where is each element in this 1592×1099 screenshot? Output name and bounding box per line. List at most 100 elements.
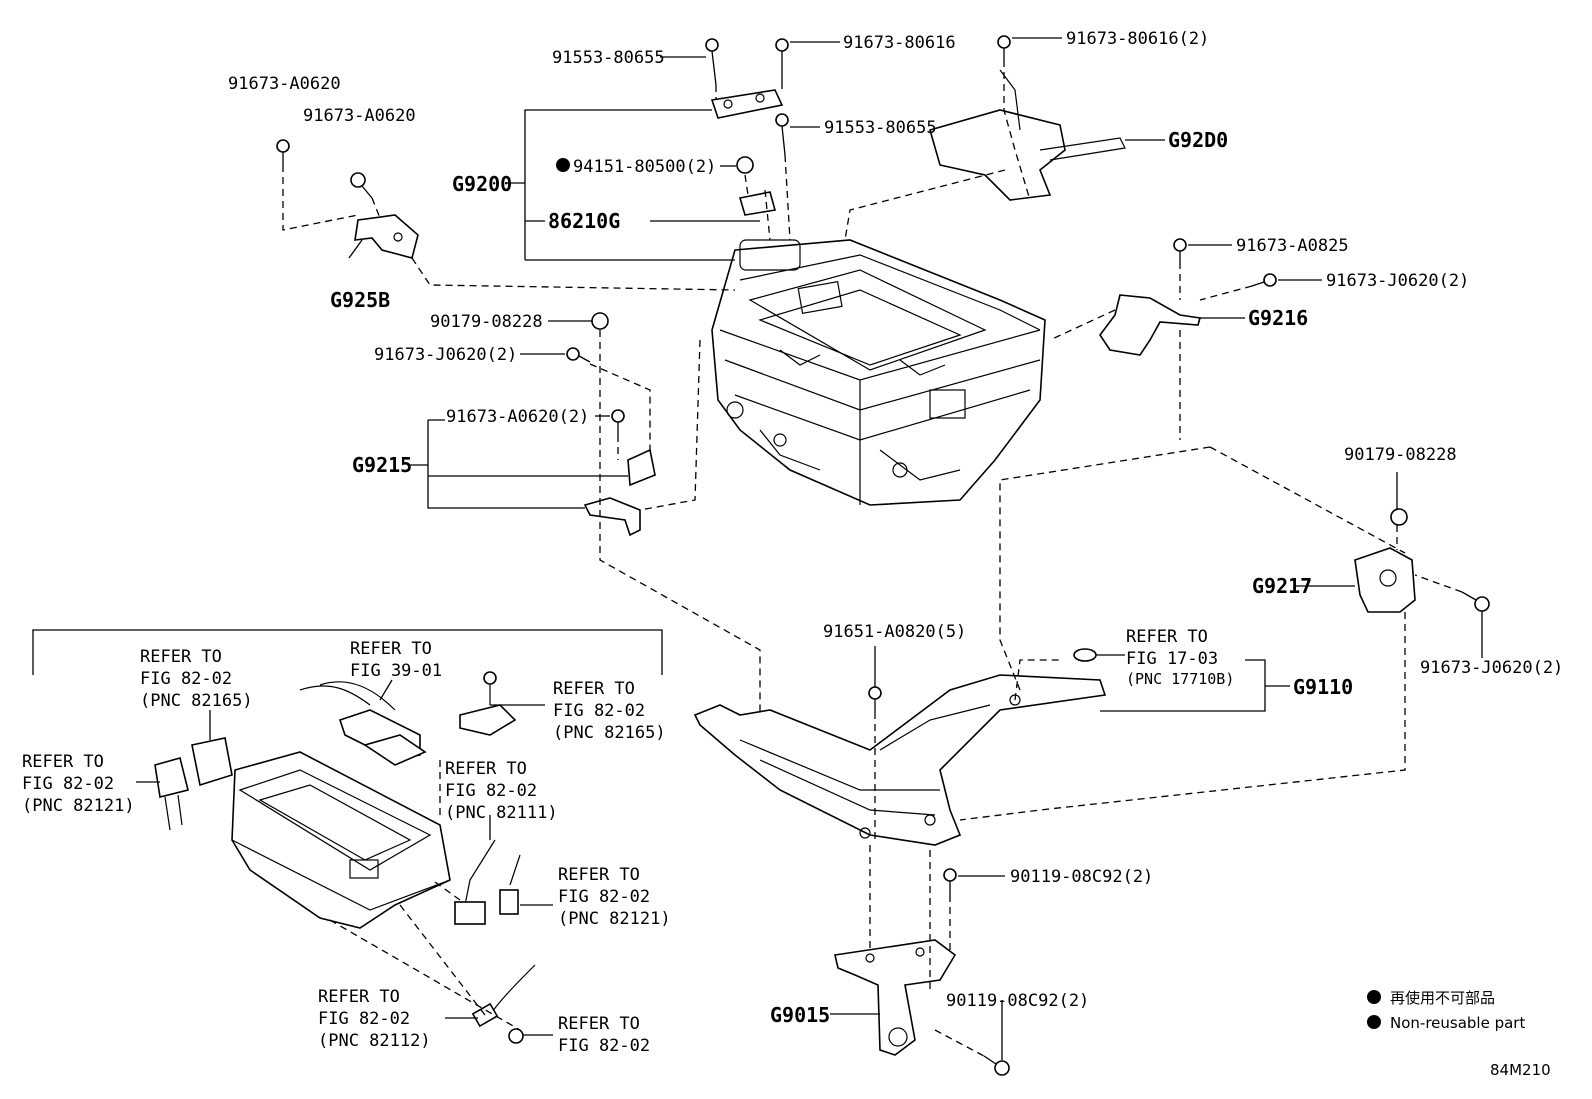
svg-text:FIG 17-03: FIG 17-03 <box>1126 649 1218 669</box>
inverter-assembly <box>711 239 1046 506</box>
svg-text:FIG 82-02: FIG 82-02 <box>558 887 650 907</box>
bolt-icon <box>943 868 957 895</box>
bolt-icon <box>1251 273 1277 287</box>
label-G9217: G9217 <box>1252 574 1312 598</box>
label-G925B: G925B <box>330 288 390 312</box>
svg-text:FIG 39-01: FIG 39-01 <box>350 661 442 681</box>
leader-lines <box>282 37 1483 1060</box>
G9015-mount <box>834 939 957 1056</box>
svg-text:FIG 82-02: FIG 82-02 <box>318 1009 410 1029</box>
G9216-bracket <box>1099 294 1202 356</box>
G9110-crossmember <box>693 674 1107 846</box>
bolt-icon <box>997 35 1011 60</box>
bolt-icon <box>1173 238 1187 262</box>
svg-text:(PNC 82111): (PNC 82111) <box>445 803 558 823</box>
callout-91673-A0620-2: 91673-A0620(2) <box>446 407 589 427</box>
clip-icon <box>1073 648 1097 662</box>
non-reusable-mark-icon <box>1367 1015 1381 1029</box>
bolt-icon <box>1461 591 1490 612</box>
svg-text:REFER TO: REFER TO <box>553 679 635 699</box>
svg-text:FIG 82-02: FIG 82-02 <box>140 669 232 689</box>
figure-code: 84M210 <box>1490 1061 1551 1079</box>
callout-90179-08228-left: 90179-08228 <box>430 312 543 332</box>
svg-text:REFER TO: REFER TO <box>1126 627 1208 647</box>
label-G9216: G9216 <box>1248 306 1308 330</box>
callout-91673-A0620-a: 91673-A0620 <box>228 74 341 94</box>
svg-text:(PNC 82121): (PNC 82121) <box>558 909 671 929</box>
bolts <box>276 35 1490 1076</box>
refer-82121-right: REFER TO FIG 82-02 (PNC 82121) <box>558 865 671 929</box>
bolt-icon <box>775 38 789 82</box>
callout-86210G: 86210G <box>548 209 620 233</box>
refer-82165-right: REFER TO FIG 82-02 (PNC 82165) <box>553 679 666 743</box>
svg-text:FIG 82-02: FIG 82-02 <box>553 701 645 721</box>
callout-91553-80655-mid: 91553-80655 <box>824 118 937 138</box>
refer-leaders <box>136 679 553 1036</box>
G92D0-bracket <box>929 69 1126 201</box>
bolt-icon <box>868 686 882 712</box>
callout-91673-A0825: 91673-A0825 <box>1236 236 1349 256</box>
label-G9110: G9110 <box>1293 675 1353 699</box>
G9215-bracket <box>583 448 656 537</box>
svg-text:FIG 82-02: FIG 82-02 <box>22 774 114 794</box>
refer-82112: REFER TO FIG 82-02 (PNC 82112) <box>318 987 431 1051</box>
legend-en: Non-reusable part <box>1390 1014 1525 1032</box>
callout-91651-A0820: 91651-A0820(5) <box>823 622 966 642</box>
callout-91673-80616: 91673-80616 <box>843 33 956 53</box>
callout-94151-80500: 94151-80500(2) <box>573 157 716 177</box>
svg-text:REFER TO: REFER TO <box>318 987 400 1007</box>
callout-91673-J0620-left: 91673-J0620(2) <box>374 345 517 365</box>
label-G92D0: G92D0 <box>1168 128 1228 152</box>
label-G9200: G9200 <box>452 172 512 196</box>
bolt-icon <box>705 38 719 86</box>
svg-text:REFER TO: REFER TO <box>350 639 432 659</box>
svg-text:REFER TO: REFER TO <box>22 752 104 772</box>
legend: 再使用不可部品 Non-reusable part <box>1367 989 1525 1032</box>
svg-text:(PNC 82121): (PNC 82121) <box>22 796 135 816</box>
callout-90119-08C92-b: 90119-08C92(2) <box>946 991 1089 1011</box>
legend-jp: 再使用不可部品 <box>1390 989 1495 1007</box>
nut-icon <box>736 156 754 174</box>
refer-82165-left: REFER TO FIG 82-02 (PNC 82165) <box>140 647 253 711</box>
bolt-icon <box>350 172 373 199</box>
svg-text:(PNC 82165): (PNC 82165) <box>553 723 666 743</box>
svg-text:(PNC 82112): (PNC 82112) <box>318 1031 431 1051</box>
bolt-icon <box>566 347 591 363</box>
G925B-bracket <box>354 214 419 259</box>
callout-91553-80655-top: 91553-80655 <box>552 48 665 68</box>
label-G9015: G9015 <box>770 1003 830 1027</box>
refer-82-02: REFER TO FIG 82-02 <box>558 1014 650 1056</box>
callout-91673-J0620-right: 91673-J0620(2) <box>1326 271 1469 291</box>
bolt-icon <box>611 409 625 435</box>
G9200-bracket <box>710 89 784 216</box>
svg-text:REFER TO: REFER TO <box>558 1014 640 1034</box>
callout-91673-A0620-b: 91673-A0620 <box>303 106 416 126</box>
svg-text:REFER TO: REFER TO <box>445 759 527 779</box>
svg-text:REFER TO: REFER TO <box>558 865 640 885</box>
svg-text:REFER TO: REFER TO <box>140 647 222 667</box>
callout-91673-J0620-far: 91673-J0620(2) <box>1420 658 1563 678</box>
non-reusable-mark-icon <box>1367 990 1381 1004</box>
callout-90119-08C92-a: 90119-08C92(2) <box>1010 867 1153 887</box>
G9217-bracket <box>1354 547 1416 613</box>
refer-82121-left: REFER TO FIG 82-02 (PNC 82121) <box>22 752 135 816</box>
svg-text:(PNC 17710B): (PNC 17710B) <box>1126 670 1234 688</box>
svg-text:FIG 82-02: FIG 82-02 <box>445 781 537 801</box>
refer-82111: REFER TO FIG 82-02 (PNC 82111) <box>445 759 558 823</box>
svg-text:(PNC 82165): (PNC 82165) <box>140 691 253 711</box>
non-reusable-mark-icon <box>556 158 570 172</box>
bolt-icon <box>276 139 290 165</box>
bolt-icon <box>983 1055 1010 1076</box>
inverter-wiring-subassembly <box>154 671 536 1044</box>
label-G9215: G9215 <box>352 453 412 477</box>
bolt-icon <box>775 113 789 156</box>
refer-fig-17-03: REFER TO FIG 17-03 (PNC 17710B) <box>1126 627 1234 688</box>
nut-icon <box>1390 508 1408 526</box>
callout-91673-80616-2: 91673-80616(2) <box>1066 29 1209 49</box>
refer-39-01: REFER TO FIG 39-01 <box>350 639 442 681</box>
svg-text:FIG 82-02: FIG 82-02 <box>558 1036 650 1056</box>
callout-90179-08228-right: 90179-08228 <box>1344 445 1457 465</box>
nut-icon <box>591 312 609 330</box>
sub-assembly-frame <box>32 629 663 675</box>
